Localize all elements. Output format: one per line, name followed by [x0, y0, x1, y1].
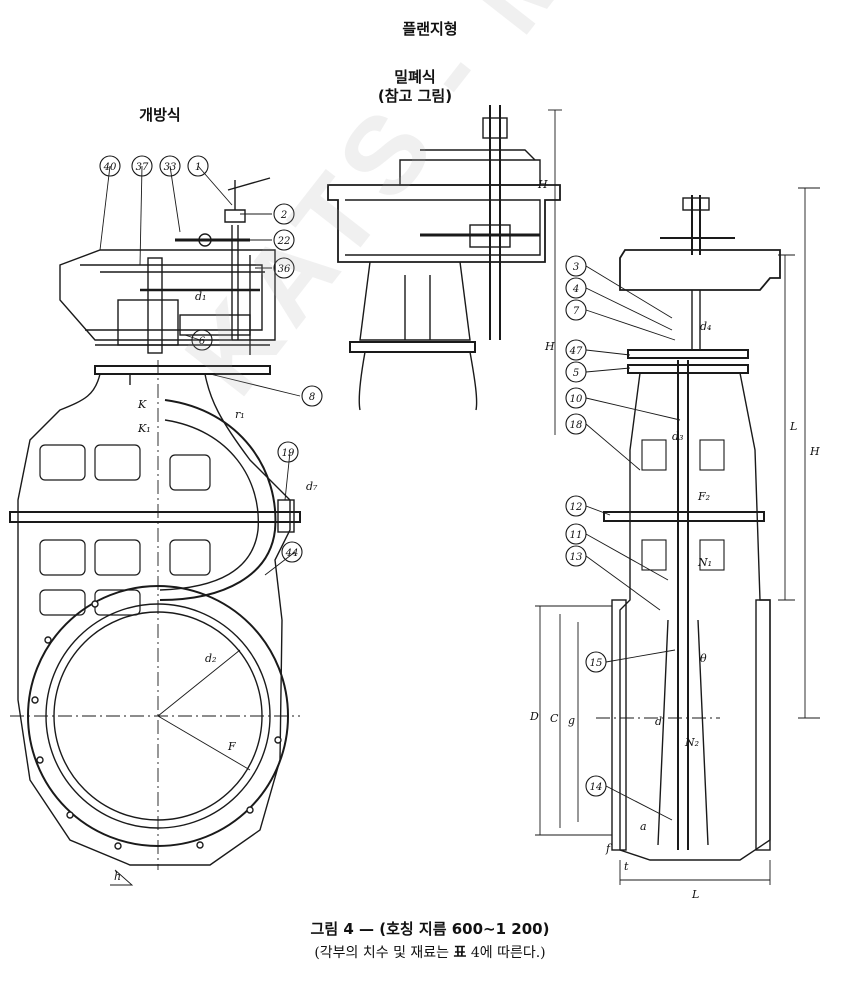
- part-number: 5: [573, 368, 579, 379]
- part-number: 18: [570, 420, 583, 431]
- dimension-label: g: [568, 714, 575, 727]
- part-number: 47: [569, 346, 583, 357]
- figure-caption: 그림 4 — (호칭 지름 600∼1 200): [310, 920, 550, 938]
- dimension-label: d₄: [700, 320, 711, 333]
- note-suffix: 4에 따른다.): [466, 945, 546, 961]
- dimension-label: a: [640, 820, 647, 833]
- part-number: 36: [278, 264, 291, 275]
- dimension-label: d₇: [306, 480, 318, 493]
- dimension-label: L: [691, 888, 699, 901]
- dimension-label: t: [624, 860, 629, 873]
- part-number: 6: [199, 336, 206, 347]
- dimension-label: r₁: [235, 408, 245, 421]
- dimension-label: H: [809, 445, 820, 458]
- part-number: 33: [164, 162, 177, 173]
- closed-type-view: [327, 105, 562, 435]
- part-number: 1: [195, 162, 201, 173]
- dimension-label: F₂: [697, 490, 710, 503]
- dimension-label: d₁: [195, 290, 206, 303]
- dimension-label: f: [605, 842, 612, 855]
- dimension-label: d: [655, 715, 662, 728]
- dimension-label: h: [114, 870, 121, 883]
- part-number: 14: [590, 782, 603, 793]
- part-number: 44: [285, 548, 299, 559]
- dimension-label: N₁: [697, 556, 712, 569]
- closed-type-label: 밀폐식: [394, 68, 436, 86]
- side-section-view: [535, 187, 820, 885]
- open-type-title: 개방식: [139, 106, 181, 124]
- part-number: 40: [103, 162, 117, 173]
- part-number: 19: [282, 448, 295, 459]
- closed-type-title: 밀폐식 (참고 그림): [330, 68, 500, 106]
- part-number: 8: [309, 392, 315, 403]
- part-number: 13: [570, 552, 583, 563]
- part-number: 4: [572, 284, 579, 295]
- dimension-label: K: [137, 398, 147, 411]
- dimension-label: H: [537, 178, 548, 191]
- dimension-label: N₂: [684, 736, 699, 749]
- dimension-label: d₃: [672, 430, 683, 443]
- open-type-front-view: [9, 155, 323, 886]
- dimension-label: D: [529, 710, 539, 723]
- figure-note: (각부의 치수 및 재료는 표 4에 따른다.): [0, 942, 860, 962]
- dimension-label: K₁: [137, 422, 151, 435]
- part-number: 22: [277, 236, 291, 247]
- dimension-label: C: [550, 712, 559, 725]
- dimension-label: F: [227, 740, 236, 753]
- note-prefix: (각부의 치수 및 재료는: [314, 945, 454, 961]
- part-number: 10: [570, 394, 583, 405]
- reference-figure-label: (참고 그림): [377, 87, 453, 105]
- part-number: 12: [570, 502, 583, 513]
- part-number: 7: [573, 306, 580, 317]
- dimension-label: L: [789, 420, 797, 433]
- dimension-label: H: [544, 340, 555, 353]
- dimension-label: θ: [700, 652, 707, 665]
- dimension-label: d₂: [205, 652, 216, 665]
- part-number: 15: [590, 658, 603, 669]
- part-number: 37: [136, 162, 149, 173]
- part-number: 2: [280, 210, 287, 221]
- page-title: 플랜지형: [402, 20, 458, 38]
- part-number: 11: [570, 530, 583, 541]
- part-number: 3: [573, 262, 579, 273]
- note-table-word: 표: [453, 945, 467, 961]
